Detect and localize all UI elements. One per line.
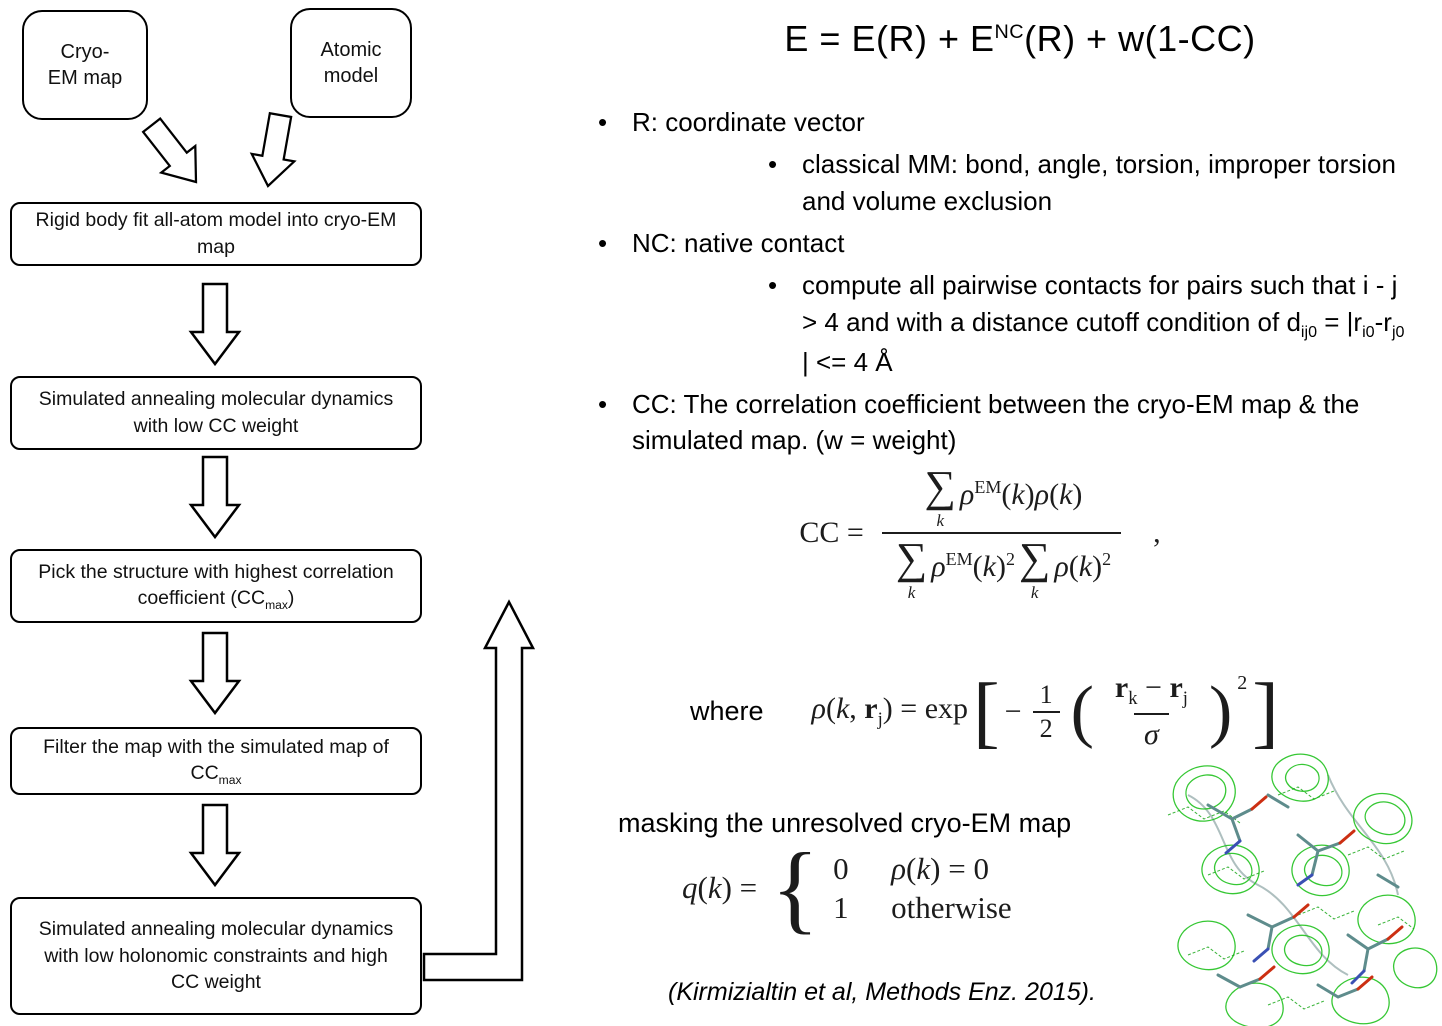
bullet-marker: • [598, 227, 608, 258]
loop-back-arrow [422, 599, 536, 982]
left-bracket: [ [973, 667, 1000, 756]
bullet-item-cc: • CC: The correlation coefficient betwee… [598, 386, 1442, 460]
cases-block: 0 ρ(k) = 0 1 otherwise [833, 851, 1012, 926]
right-paren: ) [1208, 672, 1233, 750]
mask-lhs: q(k) = [682, 870, 758, 905]
bullet-text: R: coordinate vector [632, 107, 865, 137]
step-label: Rigid body fit all-atom model into cryo-… [35, 209, 397, 258]
squared-exponent: 2 [1237, 672, 1248, 694]
mask-equation: q(k) = { 0 ρ(k) = 0 1 otherwise [682, 832, 1012, 943]
case-condition: otherwise [891, 889, 1012, 925]
nitrogen-sticks [1224, 839, 1366, 985]
half-numerator: 1 [1039, 679, 1053, 709]
input-box-cryo-em-map: Cryo- EM map [22, 10, 148, 120]
rho-lhs: ρ(k, rj) = exp [811, 692, 969, 730]
rho-equation: ρ(k, rj) = exp [ − 1 2 ( rk − rj σ ) 2 ] [812, 668, 1279, 755]
bullet-text: classical MM: bond, angle, torsion, impr… [802, 148, 1396, 216]
step-filter-map: Filter the map with the simulated map of… [10, 727, 422, 795]
bullet-item-pairwise-contacts: • compute all pairwise contacts for pair… [768, 267, 1416, 381]
r-over-sigma-fraction: rk − rj σ [1105, 668, 1198, 755]
step-label: Pick the structure with highest correlat… [38, 560, 394, 612]
molecule-svg [1167, 753, 1438, 1026]
cryo-em-density-figure [1148, 735, 1442, 1026]
arrow-cryo-to-fit [133, 110, 215, 197]
step-pick-ccmax: Pick the structure with highest correlat… [10, 549, 422, 623]
arrow-model-to-fit [245, 110, 303, 191]
oxygen-sticks [1250, 795, 1404, 991]
bullet-text: compute all pairwise contacts for pairs … [802, 269, 1405, 377]
step-sa-md-low-cc: Simulated annealing molecular dynamics w… [10, 376, 422, 450]
bullet-marker: • [768, 148, 778, 179]
right-bracket: ] [1252, 667, 1279, 756]
down-arrow-1 [189, 282, 241, 366]
bullet-list: • R: coordinate vector • classical MM: b… [598, 104, 1442, 464]
minus-sign: − [1004, 694, 1022, 728]
down-arrow-4 [189, 803, 241, 887]
input-box-label: Cryo- EM map [47, 40, 123, 89]
down-arrow-2 [189, 455, 241, 539]
cc-equation-lhs: CC = [799, 516, 864, 549]
citation: (Kirmizialtin et al, Methods Enz. 2015). [668, 978, 1096, 1006]
step-label: Simulated annealing molecular dynamics w… [38, 918, 394, 994]
sigma: σ [1134, 713, 1169, 755]
step-sa-md-high-cc: Simulated annealing molecular dynamics w… [10, 897, 422, 1015]
input-box-label: Atomic model [320, 38, 382, 87]
case-row: 1 otherwise [833, 890, 1012, 926]
down-arrow-3 [189, 631, 241, 715]
bullet-marker: • [598, 107, 608, 137]
step-label: Simulated annealing molecular dynamics w… [38, 388, 394, 437]
step-label: Filter the map with the simulated map of… [43, 735, 389, 787]
cases-brace: { [771, 832, 820, 943]
case-condition: ρ(k) = 0 [891, 850, 989, 886]
bullet-item-classical-mm: • classical MM: bond, angle, torsion, im… [768, 146, 1416, 220]
energy-equation: E = E(R) + ENC(R) + w(1-CC) [784, 18, 1256, 59]
case-row: 0 ρ(k) = 0 [833, 851, 1012, 887]
case-value: 0 [833, 850, 849, 886]
bullet-item-r: • R: coordinate vector [598, 104, 1442, 141]
bullet-item-nc: • NC: native contact [598, 225, 1442, 262]
left-paren: ( [1070, 672, 1094, 750]
masking-label: masking the unresolved cryo-EM map [618, 808, 1072, 838]
bullet-text: CC: The correlation coefficient between … [632, 388, 1360, 456]
step-rigid-body-fit: Rigid body fit all-atom model into cryo-… [10, 202, 422, 266]
carbon-sticks [1206, 793, 1400, 999]
one-half-fraction: 1 2 [1032, 679, 1060, 745]
rho-equation-row: where ρ(k, rj) = exp [ − 1 2 ( rk − rj σ… [690, 668, 1279, 755]
case-value: 1 [833, 889, 849, 925]
density-mesh-texture [1167, 786, 1415, 1010]
bullet-text: NC: native contact [632, 227, 845, 258]
bullet-marker: • [768, 269, 778, 300]
rk-minus-rj: rk − rj [1114, 671, 1188, 709]
where-label: where [690, 696, 764, 726]
cc-equation-comma: , [1153, 516, 1161, 549]
half-denominator: 2 [1032, 710, 1060, 745]
bullet-marker: • [598, 388, 608, 419]
input-box-atomic-model: Atomic model [290, 8, 412, 118]
